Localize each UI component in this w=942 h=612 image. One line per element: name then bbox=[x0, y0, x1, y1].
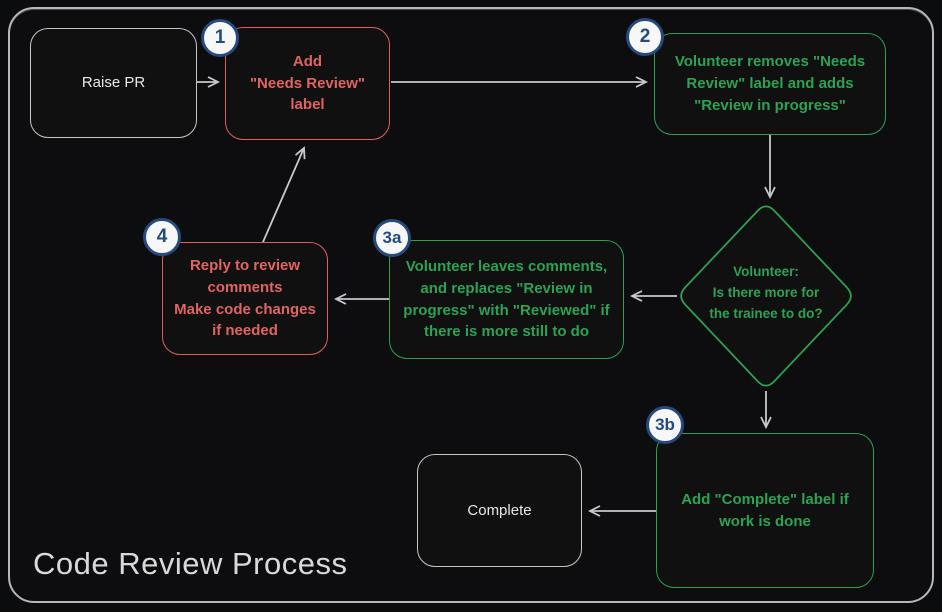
step-badge-3b: 3b bbox=[646, 406, 684, 444]
node-volunteer-leaves: Volunteer leaves comments, and replaces … bbox=[389, 240, 624, 359]
node-volunteer-leaves-label: Volunteer leaves comments, and replaces … bbox=[403, 258, 610, 341]
node-add-needs-review: Add "Needs Review" label bbox=[225, 27, 390, 140]
node-reply-to-review-label: Reply to review comments Make code chang… bbox=[174, 257, 316, 340]
node-volunteer-removes-label: Volunteer removes "Needs Review" label a… bbox=[674, 53, 866, 114]
step-badge-2: 2 bbox=[626, 18, 664, 56]
node-complete: Complete bbox=[417, 454, 582, 567]
node-complete-label: Complete bbox=[467, 501, 532, 519]
node-add-needs-review-label: Add "Needs Review" label bbox=[249, 52, 366, 114]
step-badge-1: 1 bbox=[201, 19, 239, 57]
node-volunteer-removes: Volunteer removes "Needs Review" label a… bbox=[654, 33, 886, 135]
node-reply-to-review: Reply to review comments Make code chang… bbox=[162, 242, 328, 355]
step-badge-4: 4 bbox=[143, 218, 181, 256]
node-raise-pr: Raise PR bbox=[30, 28, 197, 138]
diagram-title: Code Review Process bbox=[33, 546, 348, 581]
node-add-complete-label: Add "Complete" label if work is done bbox=[681, 490, 849, 530]
step-badge-3a: 3a bbox=[373, 219, 411, 257]
node-raise-pr-label: Raise PR bbox=[81, 74, 146, 92]
node-decision-label: Volunteer: Is there more for the trainee… bbox=[709, 264, 823, 321]
node-add-complete: Add "Complete" label if work is done bbox=[656, 433, 874, 588]
